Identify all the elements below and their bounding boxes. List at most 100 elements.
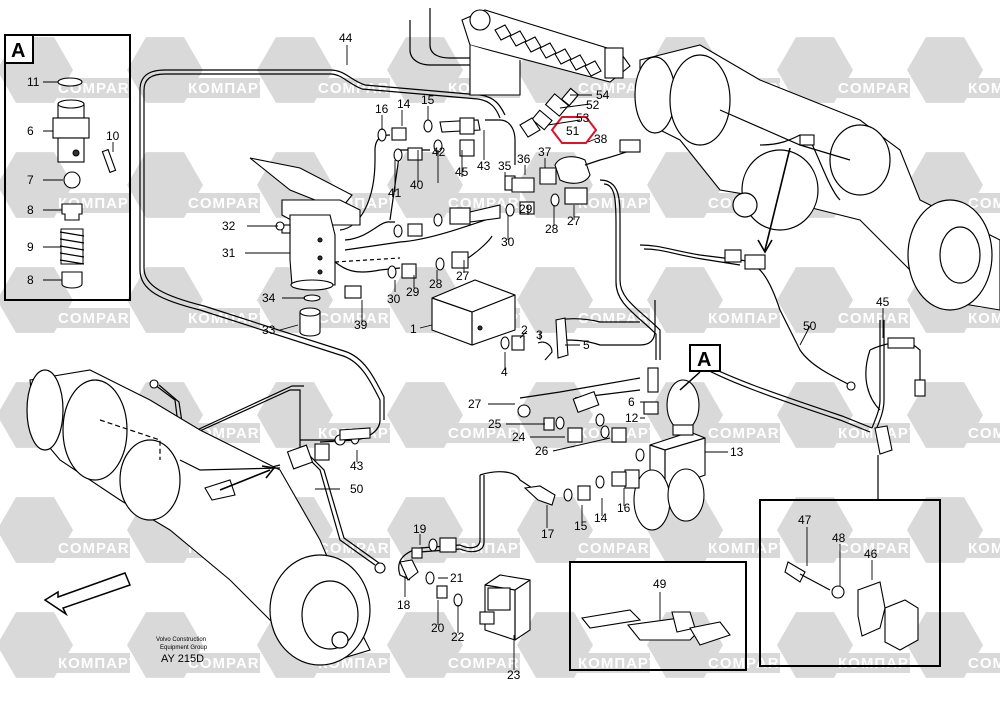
- watermark-text: COMPART: [708, 425, 790, 442]
- watermark-band: [930, 308, 1000, 328]
- drawing-code: AY 215D: [161, 653, 204, 665]
- label-34: 34: [262, 291, 276, 305]
- label-5: 5: [583, 338, 590, 352]
- watermark-band: [670, 308, 780, 328]
- fittings-row-accumulator: [517, 390, 627, 443]
- watermark-text: КОМПАРТ: [58, 655, 139, 672]
- watermark-text: COMPART: [968, 195, 1000, 212]
- sensor-cable-50: [639, 244, 926, 501]
- label-17: 17: [541, 527, 555, 541]
- watermark-text: COMPART: [318, 310, 400, 327]
- label-8-lower: 8: [27, 273, 34, 287]
- watermark-band: [540, 653, 650, 673]
- label-45-left: 45: [455, 165, 469, 179]
- label-28-mid: 28: [545, 222, 559, 236]
- label-31: 31: [222, 246, 236, 260]
- watermark-text: КОМПАРТ: [578, 195, 659, 212]
- detail-a-inset: A 11 6 10 7 8 9 8: [4, 34, 131, 301]
- watermark-text: COMPART: [968, 655, 1000, 672]
- part-labels: 44 54 52 53 51 38 16 14 15 43 41 40 42 4…: [222, 31, 890, 682]
- label-15-top: 15: [421, 93, 435, 107]
- watermark-band: [20, 78, 130, 98]
- fittings-row-top: [377, 117, 481, 162]
- pin-10: [101, 148, 117, 174]
- label-2: 2: [521, 323, 528, 337]
- label-48: 48: [832, 531, 846, 545]
- label-51: 51: [566, 124, 580, 138]
- detail-49-inset: 49: [569, 561, 747, 671]
- label-18: 18: [397, 598, 411, 612]
- watermark-text: КОМПАРТ: [838, 655, 919, 672]
- fittings-row-low: [387, 235, 493, 279]
- label-9: 9: [27, 240, 34, 254]
- watermark-text: КОМПАРТ: [578, 655, 659, 672]
- watermark-text: КОМПАРТ: [968, 80, 1000, 97]
- watermark-band: [670, 653, 780, 673]
- label-15-bottom: 15: [574, 519, 588, 533]
- watermark-band: [20, 308, 130, 328]
- watermark-band: [150, 308, 260, 328]
- brake-pedal-valve-31: [249, 157, 401, 337]
- watermark-text: COMPART: [318, 80, 400, 97]
- label-21: 21: [450, 571, 464, 585]
- watermark-text: КОМПАРТ: [188, 80, 269, 97]
- watermark-band: [280, 78, 390, 98]
- label-27-mid: 27: [567, 214, 581, 228]
- label-50-right: 50: [803, 319, 817, 333]
- accumulator-block-13: [624, 367, 706, 531]
- drawing-footer: Volvo Construction Equipment Group AY 21…: [156, 637, 208, 665]
- label-8-upper: 8: [27, 203, 34, 217]
- manifold-top: [409, 8, 641, 184]
- watermark-text: КОМПАРТ: [188, 310, 269, 327]
- watermark-band: [800, 653, 910, 673]
- label-7: 7: [27, 173, 34, 187]
- label-28-low: 28: [429, 277, 443, 291]
- leader-lines: [245, 45, 884, 670]
- o-ring-11: [57, 77, 83, 87]
- label-46: 46: [864, 547, 878, 561]
- cup-8-lower: [61, 271, 83, 289]
- watermark-text: КОМПАРТ: [968, 540, 1000, 557]
- label-43-bottom: 43: [350, 459, 364, 473]
- label-30-low: 30: [387, 292, 401, 306]
- watermark-text: COMPART: [578, 540, 660, 557]
- label-22: 22: [451, 630, 465, 644]
- watermark-text: COMPART: [838, 540, 920, 557]
- cup-8-upper: [61, 203, 83, 221]
- watermark-band: [930, 653, 1000, 673]
- watermark-band: [150, 78, 260, 98]
- ball-7: [63, 171, 81, 189]
- label-23: 23: [507, 668, 521, 682]
- label-24: 24: [512, 430, 526, 444]
- watermark-band: [150, 653, 260, 673]
- label-33: 33: [262, 323, 276, 337]
- label-43-top: 43: [477, 159, 491, 173]
- watermark-band: [670, 538, 780, 558]
- label-16-bottom: 16: [617, 501, 631, 515]
- label-19: 19: [413, 522, 427, 536]
- label-52: 52: [586, 98, 600, 112]
- label-40: 40: [410, 178, 424, 192]
- watermark-text: КОМПАРТ: [708, 310, 789, 327]
- watermark-text: КОМПАРТ: [708, 540, 789, 557]
- fittings-row-bottom: [523, 471, 627, 506]
- watermark-band: [20, 653, 130, 673]
- label-39: 39: [354, 318, 368, 332]
- watermark-band: [410, 538, 520, 558]
- label-27-right: 27: [468, 397, 482, 411]
- label-37: 37: [538, 145, 552, 159]
- label-6-inset: 6: [27, 124, 34, 138]
- callout-a-tag: A: [697, 349, 711, 371]
- watermark-band: [930, 78, 1000, 98]
- watermark-band: [930, 538, 1000, 558]
- watermark-text: COMPART: [708, 655, 790, 672]
- label-27-low: 27: [456, 269, 470, 283]
- label-44: 44: [339, 31, 353, 45]
- watermark-text: COMPART: [188, 195, 270, 212]
- highlight-51: [550, 116, 598, 144]
- watermark-text: COMPART: [448, 655, 530, 672]
- label-35: 35: [498, 159, 512, 173]
- watermark-band: [540, 308, 650, 328]
- fittings-row-mid: [393, 167, 588, 238]
- label-30-mid: 30: [501, 235, 515, 249]
